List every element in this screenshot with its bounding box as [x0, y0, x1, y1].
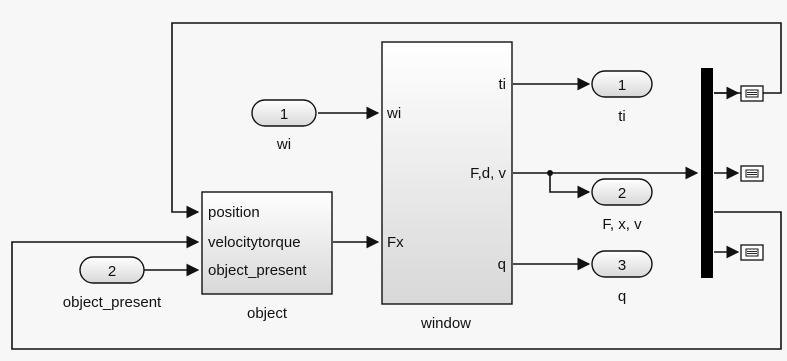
inport-wi-number: 1	[280, 106, 288, 123]
window-subsystem-block[interactable]: wi Fx ti F,d, v q window	[381, 41, 513, 332]
inport-object-present-number: 2	[108, 263, 116, 280]
object-input-velocitytorque: velocitytorque	[208, 234, 301, 251]
outport-ti[interactable]: 1 ti	[591, 70, 653, 125]
outport-ti-number: 1	[618, 77, 626, 94]
outport-fxv-number: 2	[618, 185, 626, 202]
terminator-3-icon[interactable]	[740, 244, 764, 261]
terminator-2-icon[interactable]	[740, 165, 764, 182]
inport-wi[interactable]: 1 wi	[251, 99, 317, 153]
inport-object-present[interactable]: 2 object_present	[63, 256, 162, 311]
branch-point	[547, 170, 553, 176]
outport-q-label: q	[618, 288, 626, 305]
window-block-name: window	[420, 315, 471, 332]
window-input-wi: wi	[386, 105, 401, 122]
wire-feedback-position[interactable]	[171, 22, 782, 219]
inport-wi-label: wi	[276, 136, 291, 153]
demux-bar[interactable]	[701, 68, 713, 278]
window-output-ti: ti	[499, 76, 507, 93]
wire-fxv-branch[interactable]	[549, 173, 591, 199]
wire-feedback-velocity[interactable]	[11, 211, 782, 350]
inport-object-present-label: object_present	[63, 294, 162, 311]
outport-fxv[interactable]: 2 F, x, v	[591, 178, 653, 233]
outport-ti-label: ti	[618, 108, 626, 125]
object-input-object-present: object_present	[208, 262, 307, 279]
window-output-fdv: F,d, v	[470, 165, 506, 182]
object-block-name: object	[247, 305, 288, 322]
window-output-q: q	[498, 256, 506, 273]
terminator-1-icon[interactable]	[740, 85, 764, 102]
object-input-position: position	[208, 204, 260, 221]
outport-q-number: 3	[618, 257, 626, 274]
window-input-fx: Fx	[387, 234, 404, 251]
object-subsystem-block[interactable]: position velocitytorque object_present o…	[201, 191, 333, 322]
outport-fxv-label: F, x, v	[602, 216, 642, 233]
outport-q[interactable]: 3 q	[591, 250, 653, 305]
